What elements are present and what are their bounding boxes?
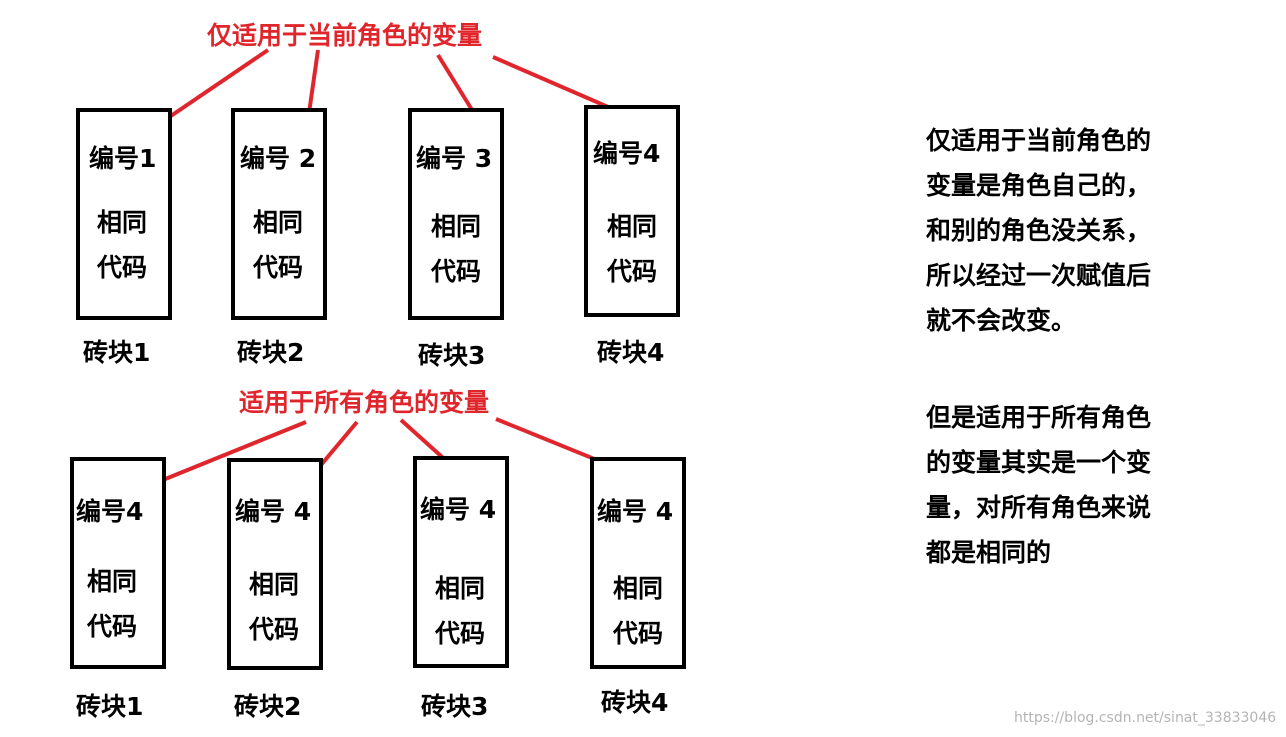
top-brick-3-label: 砖块3 bbox=[418, 341, 486, 370]
top-brick-1-label: 砖块1 bbox=[83, 338, 151, 367]
connector-bottom-1 bbox=[147, 420, 307, 488]
code-line-1: 相同 bbox=[96, 208, 147, 237]
top-brick-4-number: 编号4 bbox=[593, 139, 661, 168]
code-line-2: 代码 bbox=[86, 612, 137, 641]
bottom-brick-2-box bbox=[227, 458, 323, 670]
code-line-1: 相同 bbox=[434, 574, 485, 603]
bottom-brick-4-number: 编号 4 bbox=[597, 497, 674, 526]
code-line-1: 相同 bbox=[86, 567, 137, 596]
note-paragraph-1: 仅适用于当前角色的 变量是角色自己的， 和别的角色没关系， 所以经过一次赋值后 … bbox=[926, 118, 1186, 343]
top-brick-3-number: 编号 3 bbox=[416, 144, 493, 173]
top-brick-4-box bbox=[584, 105, 680, 317]
bottom-brick-1-box bbox=[70, 457, 166, 669]
top-brick-1-box bbox=[76, 108, 172, 320]
top-brick-1-code: 相同 代码 bbox=[92, 200, 152, 290]
bottom-brick-3-code: 相同 代码 bbox=[430, 566, 490, 656]
code-line-2: 代码 bbox=[606, 257, 657, 286]
code-line-2: 代码 bbox=[430, 257, 481, 286]
bottom-brick-1-number: 编号4 bbox=[76, 497, 144, 526]
note-line: 变量是角色自己的， bbox=[926, 171, 1152, 200]
note-line: 的变量其实是一个变 bbox=[926, 448, 1152, 477]
code-line-2: 代码 bbox=[434, 619, 485, 648]
top-brick-4-label: 砖块4 bbox=[597, 338, 665, 367]
bottom-brick-3-number: 编号 4 bbox=[420, 495, 497, 524]
code-line-1: 相同 bbox=[606, 212, 657, 241]
bottom-brick-2-code: 相同 代码 bbox=[244, 562, 304, 652]
bottom-section-title: 适用于所有角色的变量 bbox=[239, 388, 490, 417]
note-line: 量，对所有角色来说 bbox=[926, 493, 1152, 522]
top-brick-2-code: 相同 代码 bbox=[248, 200, 308, 290]
code-line-2: 代码 bbox=[96, 253, 147, 282]
top-brick-1-number: 编号1 bbox=[89, 144, 157, 173]
note-line: 都是相同的 bbox=[926, 538, 1052, 567]
top-brick-2-label: 砖块2 bbox=[237, 338, 305, 367]
code-line-2: 代码 bbox=[248, 615, 299, 644]
top-brick-3-code: 相同 代码 bbox=[426, 204, 486, 294]
bottom-brick-3-label: 砖块3 bbox=[421, 692, 489, 721]
note-paragraph-2: 但是适用于所有角色 的变量其实是一个变 量，对所有角色来说 都是相同的 bbox=[926, 395, 1186, 575]
note-line: 仅适用于当前角色的 bbox=[926, 126, 1152, 155]
bottom-brick-4-label: 砖块4 bbox=[601, 688, 669, 717]
bottom-brick-1-label: 砖块1 bbox=[76, 692, 144, 721]
bottom-brick-4-code: 相同 代码 bbox=[608, 566, 668, 656]
bottom-brick-1-code: 相同 代码 bbox=[82, 559, 142, 649]
watermark-text: https://blog.csdn.net/sinat_33833046 bbox=[1014, 710, 1277, 726]
note-line: 就不会改变。 bbox=[926, 306, 1077, 335]
code-line-1: 相同 bbox=[248, 570, 299, 599]
code-line-2: 代码 bbox=[612, 619, 663, 648]
bottom-brick-4-box bbox=[590, 457, 686, 669]
code-line-1: 相同 bbox=[252, 208, 303, 237]
note-line: 和别的角色没关系， bbox=[926, 216, 1152, 245]
top-brick-2-number: 编号 2 bbox=[240, 144, 317, 173]
code-line-1: 相同 bbox=[430, 212, 481, 241]
bottom-brick-2-number: 编号 4 bbox=[235, 497, 312, 526]
code-line-2: 代码 bbox=[252, 253, 303, 282]
top-section-title: 仅适用于当前角色的变量 bbox=[207, 21, 483, 50]
bottom-brick-3-box bbox=[413, 456, 509, 668]
note-line: 但是适用于所有角色 bbox=[926, 403, 1152, 432]
note-line: 所以经过一次赋值后 bbox=[926, 261, 1152, 290]
code-line-1: 相同 bbox=[612, 574, 663, 603]
top-brick-3-box bbox=[408, 108, 504, 320]
bottom-brick-2-label: 砖块2 bbox=[234, 692, 302, 721]
top-brick-4-code: 相同 代码 bbox=[602, 204, 662, 294]
top-brick-2-box bbox=[231, 108, 327, 320]
